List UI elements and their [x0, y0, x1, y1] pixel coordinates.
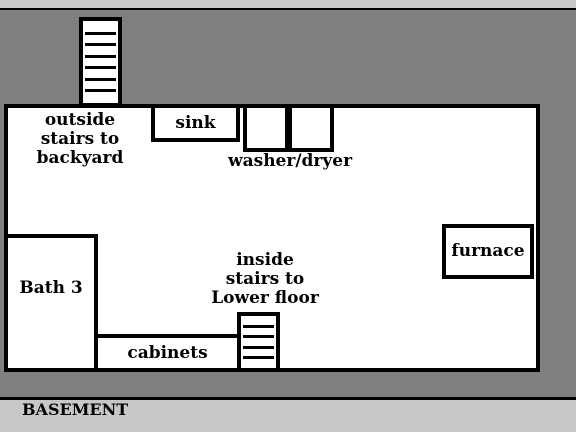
stair-tread	[85, 77, 116, 81]
stair-tread	[243, 335, 274, 339]
washer-dryer-label: washer/dryer	[227, 151, 353, 171]
top-bar	[0, 0, 576, 10]
plan-title: BASEMENT	[22, 400, 129, 419]
stair-tread	[243, 355, 274, 359]
bath-3	[4, 234, 98, 372]
washer	[243, 104, 289, 152]
stair-tread	[85, 43, 116, 47]
furnace	[442, 224, 534, 279]
stair-tread	[85, 66, 116, 70]
dryer	[288, 104, 334, 152]
stair-tread	[85, 89, 116, 93]
stair-tread	[243, 345, 274, 349]
inside-stairs	[237, 312, 280, 372]
bath-label: Bath 3	[19, 278, 83, 298]
outside-stairs	[79, 17, 122, 107]
furnace-label: furnace	[451, 241, 525, 261]
inside-stairs-label: inside stairs to Lower floor	[211, 250, 319, 308]
footer-bar	[0, 397, 576, 432]
outside-stairs-label: outside stairs to backyard	[36, 110, 124, 168]
stair-tread	[85, 31, 116, 35]
stair-tread	[243, 325, 274, 329]
cabinets-label: cabinets	[127, 343, 208, 363]
sink	[151, 104, 240, 142]
sink-label: sink	[175, 113, 216, 133]
stair-tread	[85, 54, 116, 58]
